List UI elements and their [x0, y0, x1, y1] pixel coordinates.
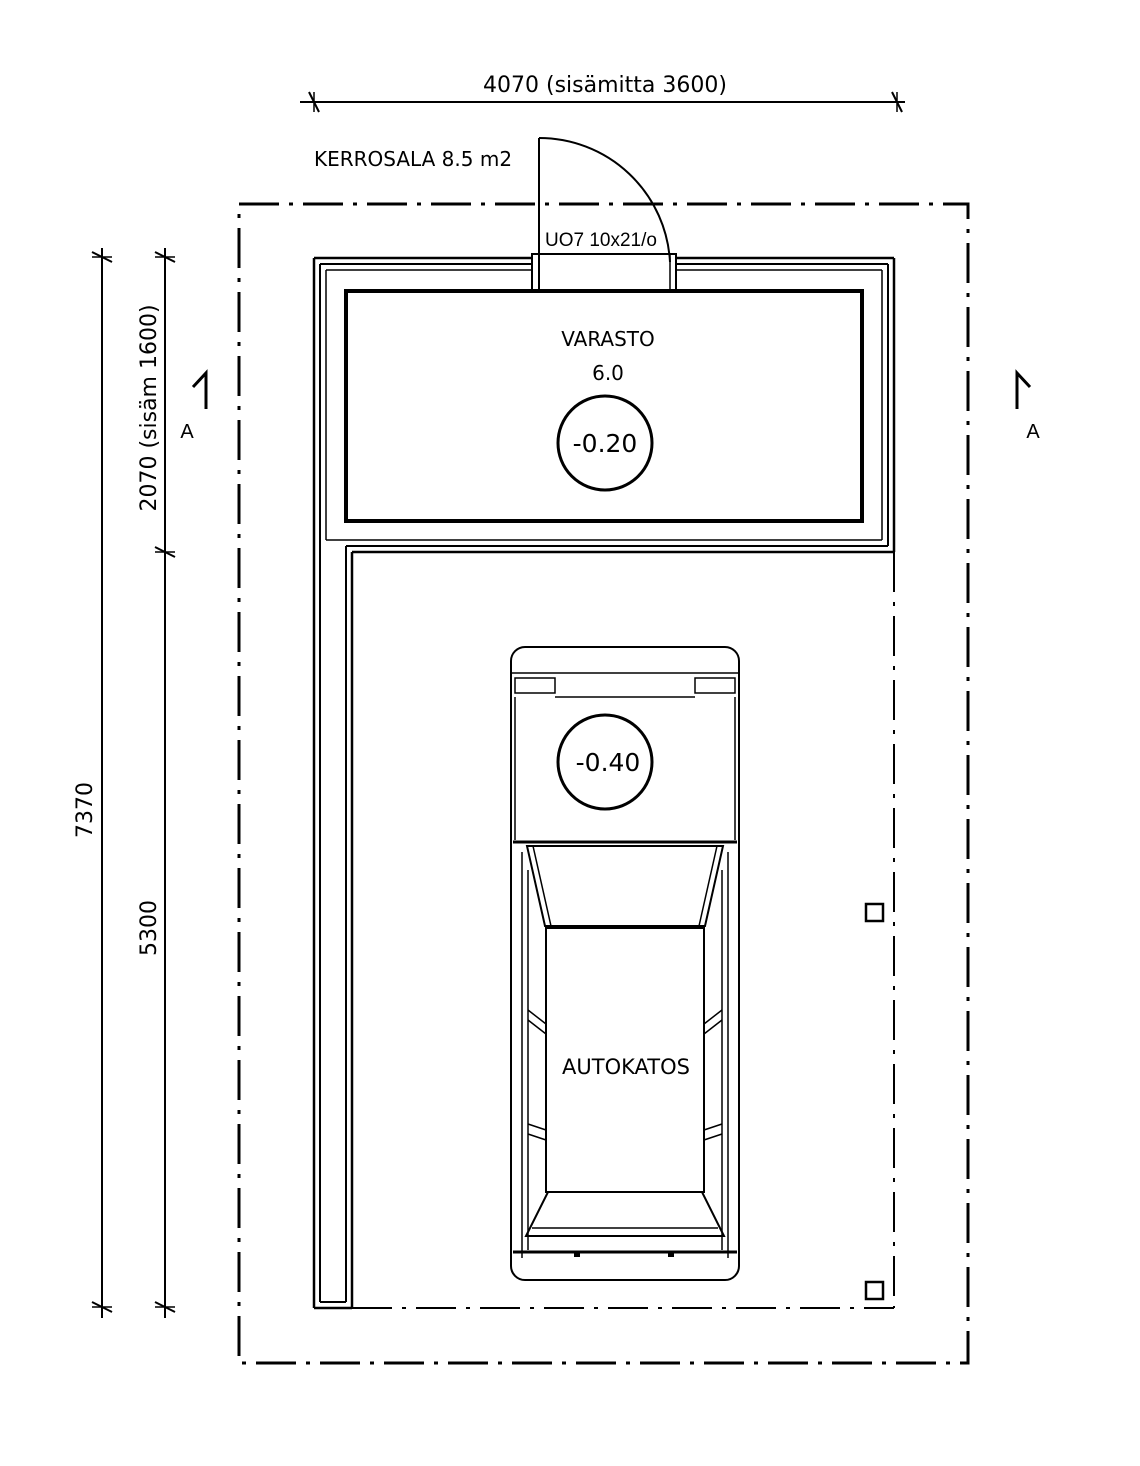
left-total-dimension-label: 7370 [73, 782, 98, 838]
storage-name: VARASTO [561, 327, 655, 351]
plot-boundary [237, 202, 970, 1365]
carport-dimension-label: 5300 [137, 900, 162, 956]
section-marker-left: A [180, 369, 208, 443]
carport-level: -0.40 [576, 748, 641, 777]
carport-name: AUTOKATOS [562, 1055, 690, 1079]
section-marker-right-label: A [1026, 421, 1040, 443]
top-dimension-label: 4070 (sisämitta 3600) [483, 73, 727, 98]
post-lower [864, 1280, 885, 1301]
storage-dimension-label: 2070 (sisäm 1600) [137, 304, 162, 511]
left-chain-dimension: 2070 (sisäm 1600) 5300 [137, 248, 176, 1318]
storage-level: -0.20 [573, 429, 638, 458]
top-dimension: 4070 (sisämitta 3600) [300, 73, 905, 113]
section-marker-left-label: A [180, 421, 194, 443]
building-walls [312, 256, 896, 1310]
door-symbol: UO7 10x21/o [531, 136, 677, 293]
storage-area: 6.0 [592, 361, 624, 385]
carport-level-marker: -0.40 [556, 713, 654, 811]
storage-level-marker: -0.20 [556, 394, 654, 492]
storage-room [344, 289, 864, 523]
floor-area-label: KERROSALA 8.5 m2 [314, 147, 512, 171]
car-symbol [510, 646, 740, 1281]
section-marker-right: A [1015, 369, 1040, 443]
door-label: UO7 10x21/o [545, 230, 657, 251]
left-total-dimension: 7370 [73, 248, 113, 1318]
post-upper [864, 902, 885, 923]
